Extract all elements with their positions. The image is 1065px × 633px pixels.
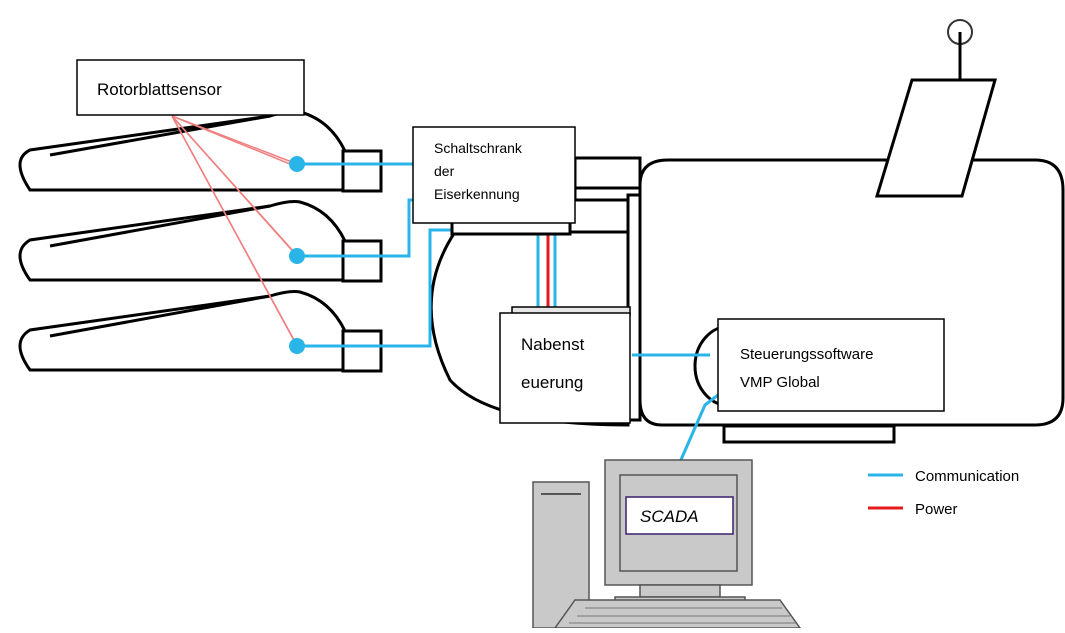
wind-vane <box>874 78 997 198</box>
rotor-sensor-label: Rotorblattsensor <box>97 80 222 99</box>
cabinet-label-line3: Eiserkennung <box>434 186 520 202</box>
hub-control-box: Nabenst euerung <box>499 306 631 424</box>
rotor-blade-2 <box>18 200 383 283</box>
monitor-stand <box>639 584 721 598</box>
cabinet-label-line2: der <box>434 163 455 179</box>
blade-sensor-2 <box>289 248 305 264</box>
hub-control-label-line2: euerung <box>521 373 583 392</box>
scada-label-box <box>625 496 734 535</box>
rotor-blade-1 <box>18 110 383 193</box>
sensor-dots <box>289 156 305 354</box>
control-software-label-line1: Steuerungssoftware <box>740 346 873 363</box>
legend: Communication Power <box>868 468 1019 518</box>
rotor-blades <box>18 110 383 373</box>
blade-sensor-1 <box>289 156 305 172</box>
control-software-label-line2: VMP Global <box>740 374 820 391</box>
cabinet-box: Schaltschrank der Eiserkennung <box>412 126 576 236</box>
rotor-sensor-box: Rotorblattsensor <box>76 59 305 116</box>
legend-communication-label: Communication <box>915 468 1019 485</box>
scada-label: SCADA <box>640 507 699 526</box>
anemometer <box>874 19 997 198</box>
hub-control-label-line1: Nabenst <box>521 335 585 354</box>
nacelle-base <box>722 424 896 444</box>
cabinet-label-line1: Schaltschrank <box>434 140 523 156</box>
keyboard <box>553 599 802 629</box>
scada-computer: SCADA <box>532 459 802 629</box>
sensor-pointer-lines <box>171 115 298 347</box>
rotor-blade-3 <box>18 290 383 373</box>
control-software-box: Steuerungssoftware VMP Global <box>717 318 945 412</box>
legend-power-label: Power <box>915 501 958 518</box>
blade-sensor-3 <box>289 338 305 354</box>
